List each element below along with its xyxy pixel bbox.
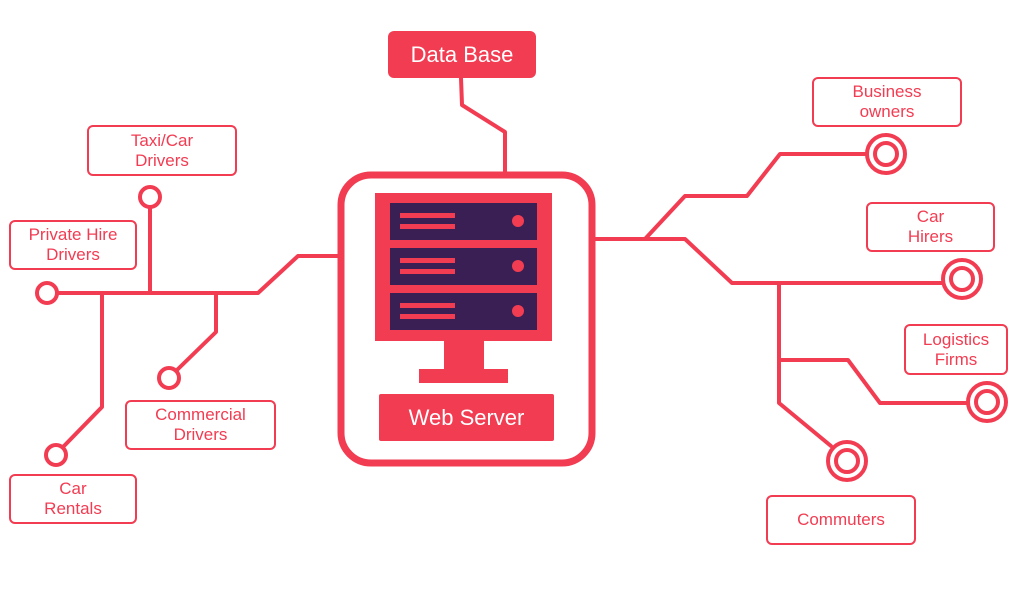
- business-endpoint-inner: [873, 141, 899, 167]
- web-server-label: Web Server: [408, 404, 525, 430]
- right-vertical: [777, 281, 833, 448]
- node-taxi-car-drivers: Taxi/Car Drivers: [87, 125, 237, 176]
- server-rack-icon: [375, 193, 552, 383]
- logistics-endpoint-inner: [974, 389, 1000, 415]
- commuters-endpoint-inner: [834, 448, 860, 474]
- node-car-rentals: Car Rentals: [9, 474, 137, 524]
- db-connector: [459, 76, 507, 174]
- private-hire-endpoint: [35, 281, 59, 305]
- commercial-branch: [175, 291, 218, 372]
- node-logistics-firms: Logistics Firms: [904, 324, 1008, 375]
- commercial-endpoint: [157, 366, 181, 390]
- node-private-hire-drivers: Private Hire Drivers: [9, 220, 137, 270]
- right-trunk-upper: [592, 152, 868, 241]
- logistics-branch: [777, 358, 968, 405]
- node-business-owners: Business owners: [812, 77, 962, 127]
- car-rentals-branch: [62, 291, 104, 448]
- right-trunk-lower: [643, 237, 948, 285]
- car-hirers-endpoint-inner: [949, 266, 975, 292]
- web-server-label-box: Web Server: [379, 394, 554, 441]
- node-car-hirers: Car Hirers: [866, 202, 995, 252]
- car-rentals-endpoint: [44, 443, 68, 467]
- database-box: Data Base: [388, 31, 536, 78]
- node-commuters: Commuters: [766, 495, 916, 545]
- node-commercial-drivers: Commercial Drivers: [125, 400, 276, 450]
- taxi-endpoint: [138, 185, 162, 209]
- left-trunk: [56, 254, 340, 295]
- database-label: Data Base: [410, 41, 514, 67]
